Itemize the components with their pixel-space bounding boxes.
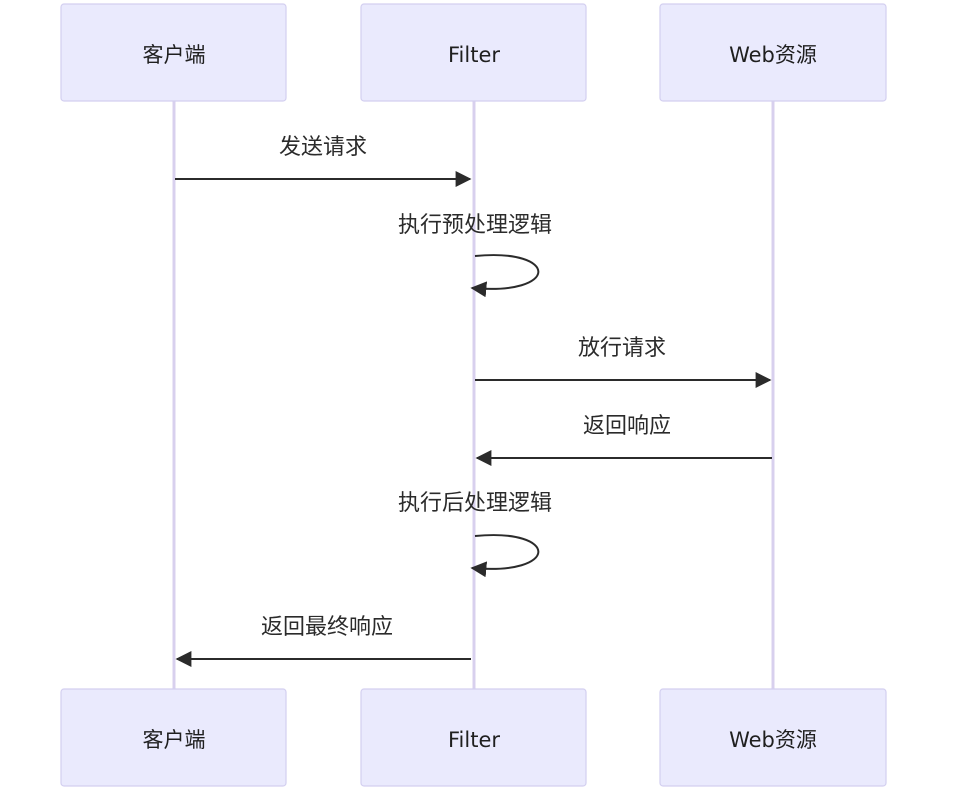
message-send-request-label: 发送请求: [279, 135, 367, 160]
message-post-processing-arrow: [470, 534, 540, 578]
message-final-response-label: 返回最终响应: [261, 615, 393, 640]
message-pre-processing-label: 执行预处理逻辑: [398, 213, 552, 238]
message-send-request: 发送请求: [175, 135, 472, 187]
actor-web-bottom-label: Web资源: [729, 728, 817, 752]
message-post-processing-label: 执行后处理逻辑: [398, 491, 552, 516]
actor-client-top-label: 客户端: [143, 43, 206, 67]
actor-filter-bottom-label: Filter: [448, 728, 500, 752]
message-final-response: 返回最终响应: [175, 615, 471, 667]
actor-web-top: Web资源: [659, 3, 887, 102]
message-return-response-label: 返回响应: [583, 414, 671, 439]
actor-web-top-label: Web资源: [729, 43, 817, 67]
actor-client-top: 客户端: [60, 3, 287, 102]
actor-filter-top-label: Filter: [448, 43, 500, 67]
message-post-processing: 执行后处理逻辑: [398, 491, 552, 578]
message-pre-processing-arrow: [470, 254, 540, 298]
message-forward-request-label: 放行请求: [578, 336, 666, 361]
actor-client-bottom: 客户端: [60, 688, 287, 787]
message-pre-processing: 执行预处理逻辑: [398, 213, 552, 298]
actor-client-bottom-label: 客户端: [143, 728, 206, 752]
message-forward-request: 放行请求: [475, 336, 772, 388]
actor-web-bottom: Web资源: [659, 688, 887, 787]
actor-filter-top: Filter: [360, 3, 587, 102]
actor-filter-bottom: Filter: [360, 688, 587, 787]
message-return-response: 返回响应: [475, 414, 772, 466]
